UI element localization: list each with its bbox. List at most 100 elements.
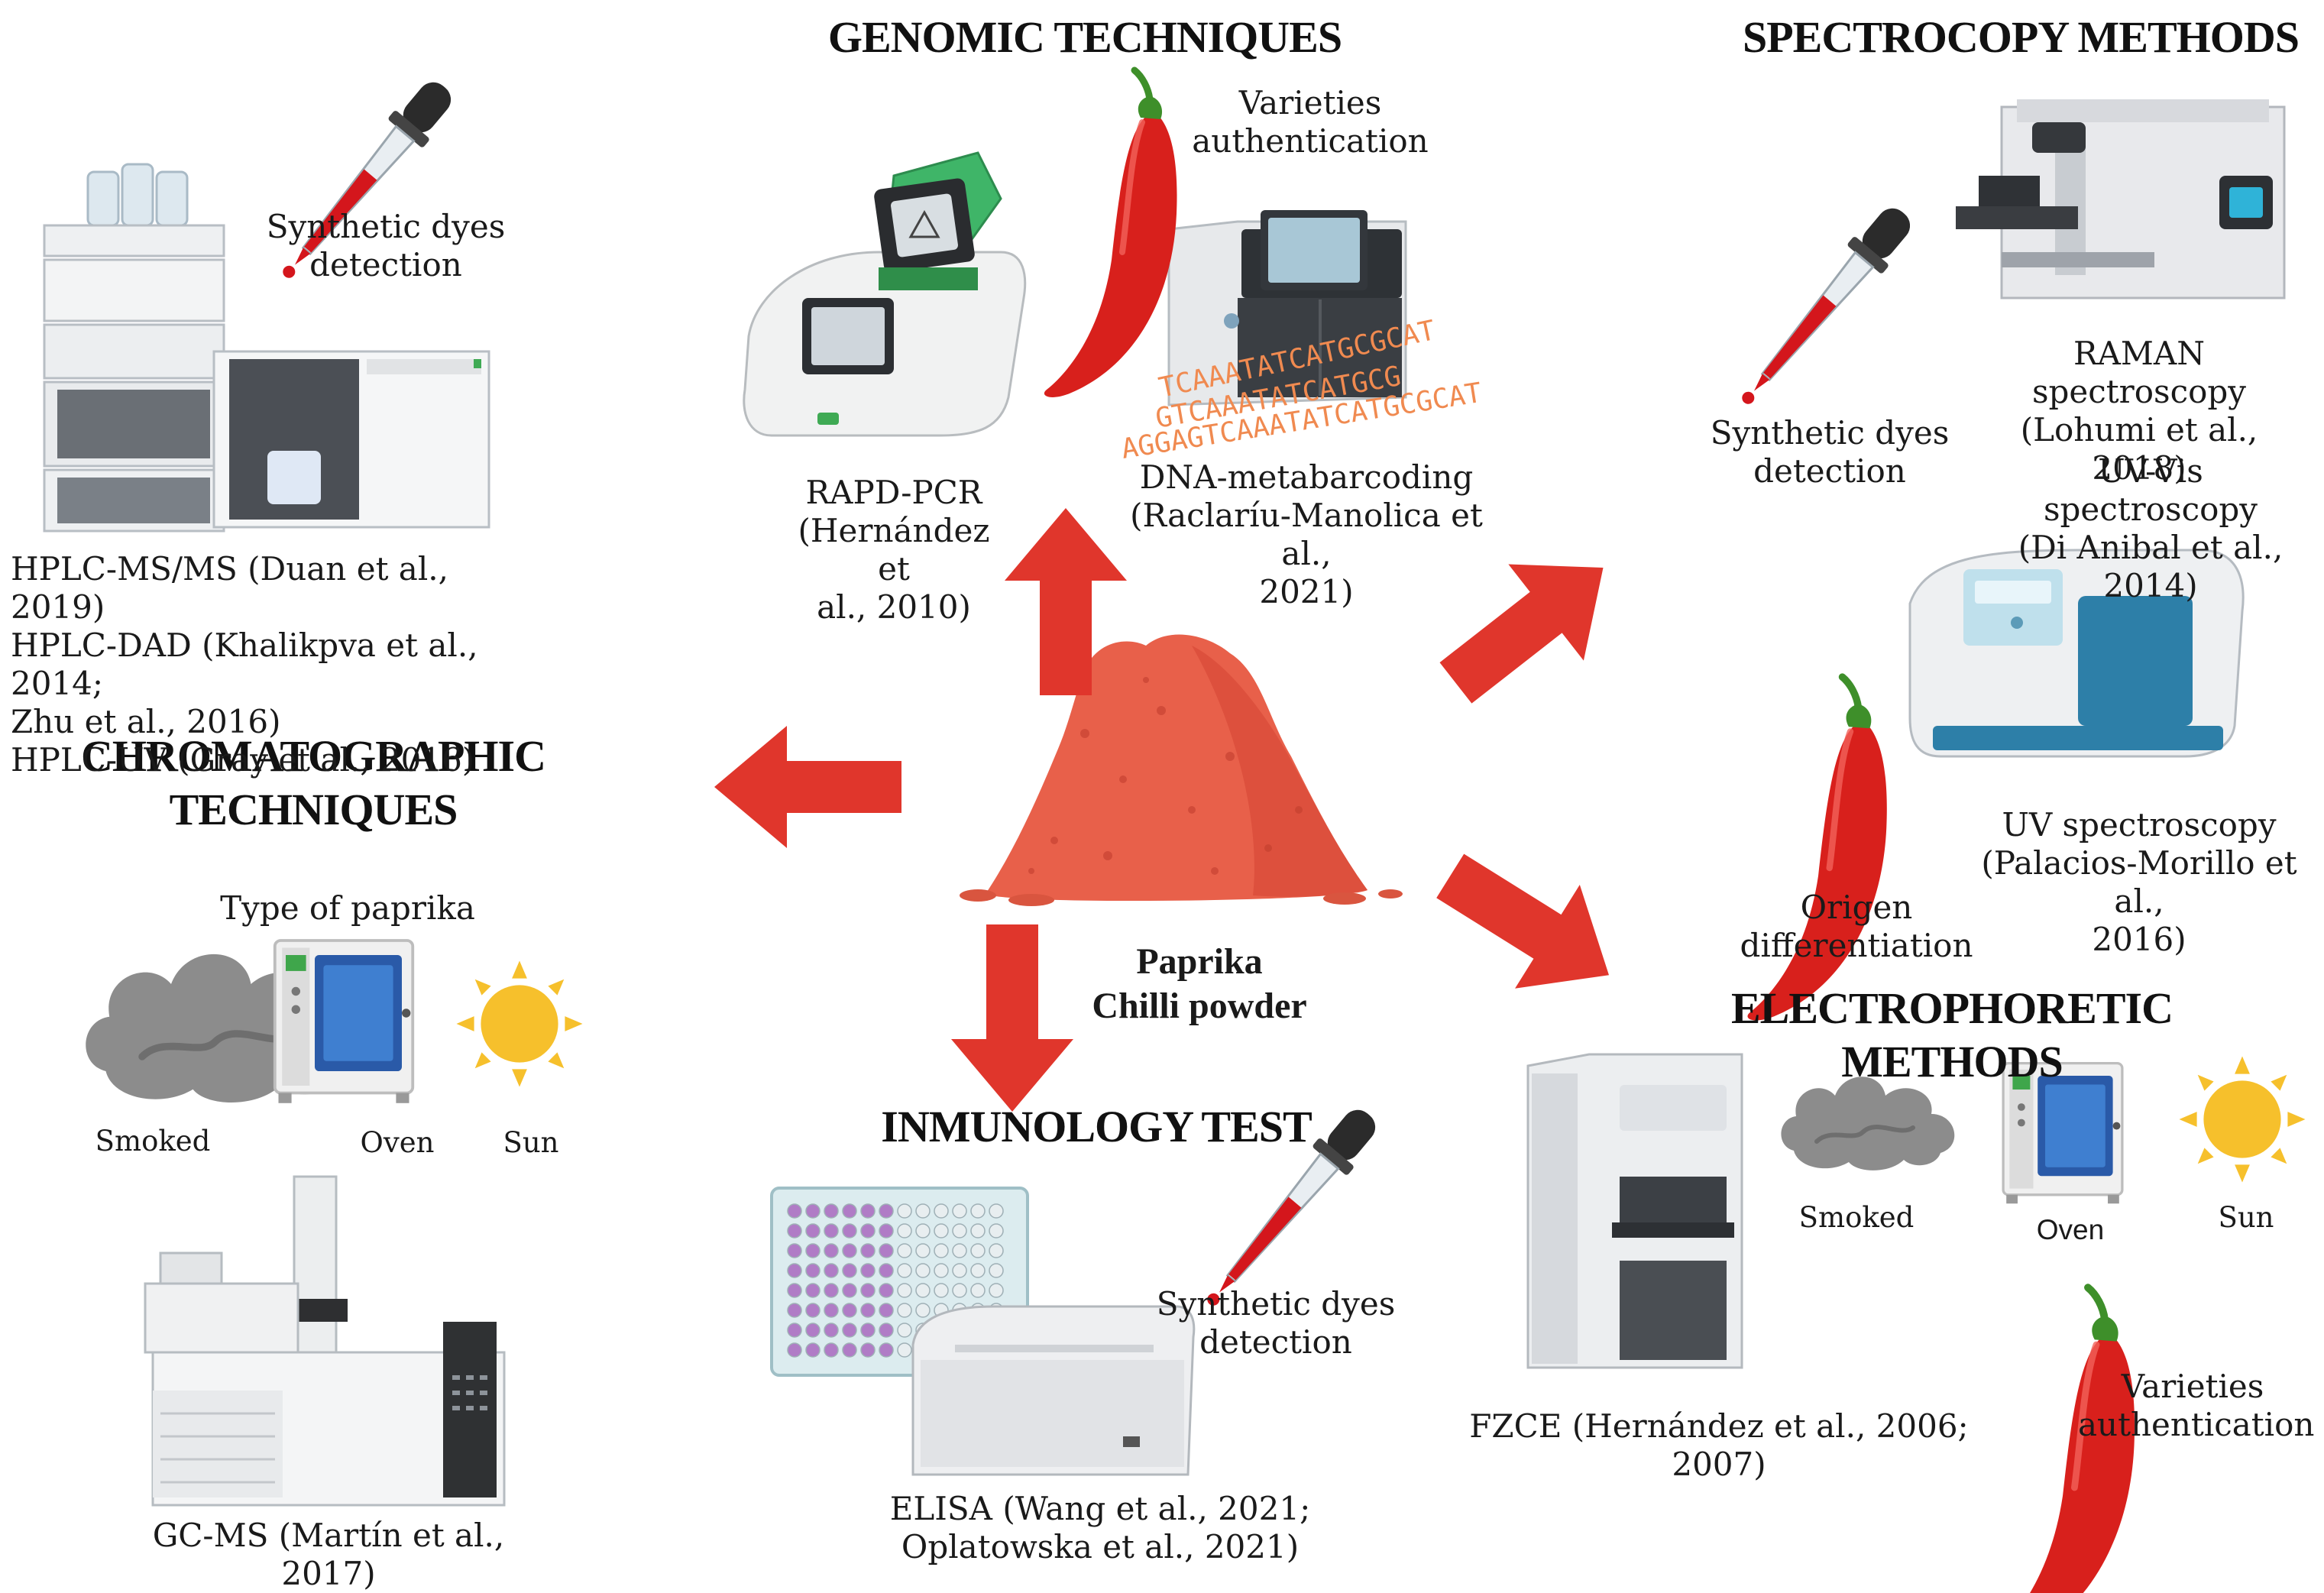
label-sun: Sun [503, 1126, 559, 1159]
label-uvvis-spectroscopy: UV-Vis spectroscopy (Di Anibal et al., 2… [2018, 452, 2284, 604]
plate-well [787, 1263, 802, 1278]
plate-well [934, 1263, 949, 1278]
label-raman-spectroscopy: RAMAN spectroscopy (Lohumi et al., 2018) [2020, 335, 2258, 487]
plate-well [970, 1263, 986, 1278]
plate-well [787, 1342, 802, 1358]
arrow-left [714, 726, 901, 848]
plate-well [860, 1283, 876, 1298]
plate-well [915, 1303, 931, 1318]
oven-icon [273, 939, 415, 1105]
paprika-powder-pile [960, 634, 1403, 906]
label-origen-differentiation: Origen differentiation [1740, 889, 1973, 964]
plate-well [824, 1323, 839, 1338]
plate-well [915, 1223, 931, 1238]
label-rapd-pcr: RAPD-PCR (Hernández et al., 2010) [798, 474, 990, 626]
plate-well [842, 1203, 857, 1219]
plate-well [915, 1243, 931, 1258]
plate-well [934, 1243, 949, 1258]
plate-well [970, 1243, 986, 1258]
label-elisa: ELISA (Wang et al., 2021; Oplatowska et … [889, 1490, 1311, 1565]
plate-well [842, 1323, 857, 1338]
label-oven: Oven [360, 1126, 435, 1159]
plate-well [860, 1263, 876, 1278]
plate-well [970, 1283, 986, 1298]
plate-well [860, 1223, 876, 1238]
label-smoked: Smoked [1798, 1201, 1915, 1234]
plate-well [915, 1263, 931, 1278]
sun-icon [456, 960, 583, 1087]
plate-well [842, 1342, 857, 1358]
plate-well [860, 1303, 876, 1318]
plate-well [970, 1223, 986, 1238]
plate-well [842, 1303, 857, 1318]
plate-well [897, 1342, 912, 1358]
plate-well [952, 1223, 967, 1238]
plate-well [989, 1283, 1004, 1298]
arrow-lower-right [1417, 824, 1642, 1028]
plate-well [897, 1243, 912, 1258]
plate-well [805, 1223, 821, 1238]
label-synthetic-dyes-detection: Synthetic dyes detection [266, 208, 506, 283]
ce-instrument [1526, 1053, 1743, 1369]
plate-well [879, 1303, 894, 1318]
label-varieties-authentication: Varieties authentication [1192, 84, 1429, 160]
plate-well [897, 1323, 912, 1338]
plate-well [897, 1203, 912, 1219]
label-gcms: GC-MS (Martín et al., 2017) [152, 1517, 505, 1592]
plate-well [805, 1303, 821, 1318]
smoke-cloud-icon [1781, 1077, 1954, 1170]
plate-well [879, 1323, 894, 1338]
dropper-icon [1725, 196, 1922, 419]
plate-reader [911, 1305, 1196, 1476]
plate-well [879, 1263, 894, 1278]
plate-well [860, 1342, 876, 1358]
plate-well [952, 1243, 967, 1258]
plate-well [897, 1263, 912, 1278]
plate-well [787, 1283, 802, 1298]
uvvis-spectrophotometer [1908, 549, 2245, 758]
plate-well [824, 1283, 839, 1298]
chili-pepper-icon [1747, 677, 1886, 1020]
label-type-of-paprika: Type of paprika [220, 889, 475, 927]
plate-well [934, 1223, 949, 1238]
plate-well [989, 1203, 1004, 1219]
plate-well [897, 1303, 912, 1318]
plate-well [897, 1283, 912, 1298]
label-uv-spectroscopy: UV spectroscopy (Palacios-Morillo et al.… [1981, 806, 2297, 958]
label-oven: Oven [2036, 1214, 2105, 1245]
plate-well [879, 1283, 894, 1298]
plate-well [989, 1243, 1004, 1258]
gcms-instrument [144, 1175, 506, 1507]
plate-well [915, 1283, 931, 1298]
plate-well [805, 1323, 821, 1338]
label-varieties-authentication: Varieties authentication [2078, 1368, 2315, 1443]
plate-well [879, 1342, 894, 1358]
label-sun: Sun [2218, 1201, 2274, 1234]
dna-sequencer [1167, 210, 1407, 406]
plate-well [915, 1203, 931, 1219]
plate-well [970, 1203, 986, 1219]
plate-well [934, 1203, 949, 1219]
plate-well [842, 1223, 857, 1238]
label-synthetic-dyes-detection: Synthetic dyes detection [1710, 414, 1950, 490]
plate-well [787, 1323, 802, 1338]
plate-well [897, 1223, 912, 1238]
plate-well [879, 1223, 894, 1238]
chili-pepper-icon [1044, 70, 1177, 397]
plate-well [842, 1283, 857, 1298]
heading-immunology-test: INMUNOLOGY TEST [881, 1102, 1313, 1151]
label-smoked: Smoked [95, 1125, 211, 1158]
plate-well [805, 1263, 821, 1278]
plate-well [787, 1223, 802, 1238]
plate-well [952, 1283, 967, 1298]
heading-genomic-techniques: GENOMIC TECHNIQUES [827, 12, 1342, 62]
pcr-thermocycler [743, 151, 1027, 437]
plate-well [805, 1243, 821, 1258]
center-label: Paprika Chilli powder [1092, 941, 1307, 1026]
plate-well [879, 1203, 894, 1219]
plate-well [842, 1243, 857, 1258]
plate-well [787, 1303, 802, 1318]
plate-well [879, 1243, 894, 1258]
plate-well [805, 1203, 821, 1219]
